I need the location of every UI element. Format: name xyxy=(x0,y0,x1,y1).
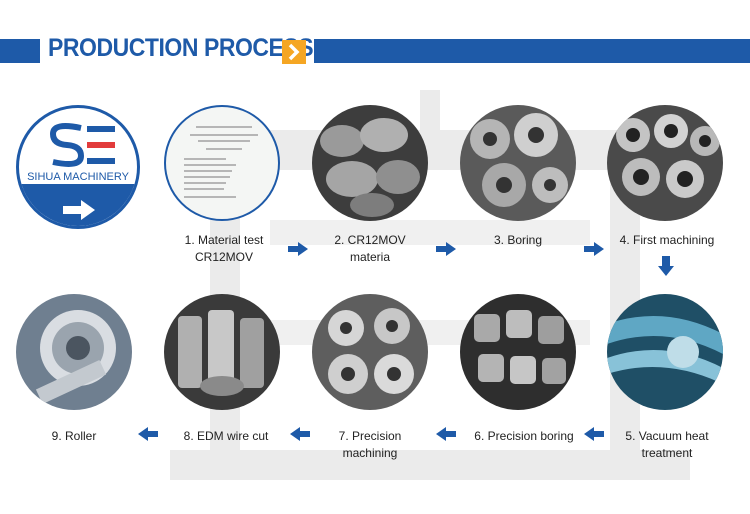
step-7-image xyxy=(312,294,428,410)
flow-arrow-down-icon xyxy=(658,256,674,276)
flow-arrow-left-icon xyxy=(436,427,456,441)
step-3-label: 3. Boring xyxy=(493,233,543,247)
flow-arrow-left-icon xyxy=(584,427,604,441)
header-bar-left xyxy=(0,39,40,63)
step-2-image xyxy=(312,105,428,221)
right-arrow-icon xyxy=(63,200,95,220)
flow-arrow-left-icon xyxy=(138,427,158,441)
step-2-label: 2. CR12MOV materia xyxy=(334,233,406,264)
step-5-label: 5. Vacuum heat treatment xyxy=(625,429,709,460)
step-3-image xyxy=(460,105,576,221)
flow-arrow-right-icon xyxy=(584,242,604,256)
step-6-label: 6. Precision boring xyxy=(474,429,574,443)
page-title: PRODUCTION PROCESS xyxy=(48,34,314,62)
logo-bottom-band xyxy=(19,184,137,226)
step-5-image xyxy=(607,294,723,410)
logo-brand-text: SIHUA MACHINERY xyxy=(27,171,129,183)
step-7-label: 7. Precision machining xyxy=(338,429,402,460)
step-8-label: 8. EDM wire cut xyxy=(183,429,269,443)
step-4-image xyxy=(607,105,723,221)
step-4-label: 4. First machining xyxy=(619,233,715,247)
step-1-image xyxy=(164,105,280,221)
step-6-image xyxy=(460,294,576,410)
title-chevron-icon xyxy=(282,40,306,64)
header-bar-right xyxy=(314,39,750,63)
step-9-image xyxy=(16,294,132,410)
flow-arrow-right-icon xyxy=(288,242,308,256)
flow-arrow-left-icon xyxy=(290,427,310,441)
step-1-label: 1. Material test CR12MOV xyxy=(184,233,264,264)
step-8-image xyxy=(164,294,280,410)
step-9-label: 9. Roller xyxy=(51,429,97,443)
company-logo: SIHUA MACHINERY xyxy=(16,105,140,229)
se-logo-mark-icon xyxy=(49,123,115,167)
flow-arrow-right-icon xyxy=(436,242,456,256)
